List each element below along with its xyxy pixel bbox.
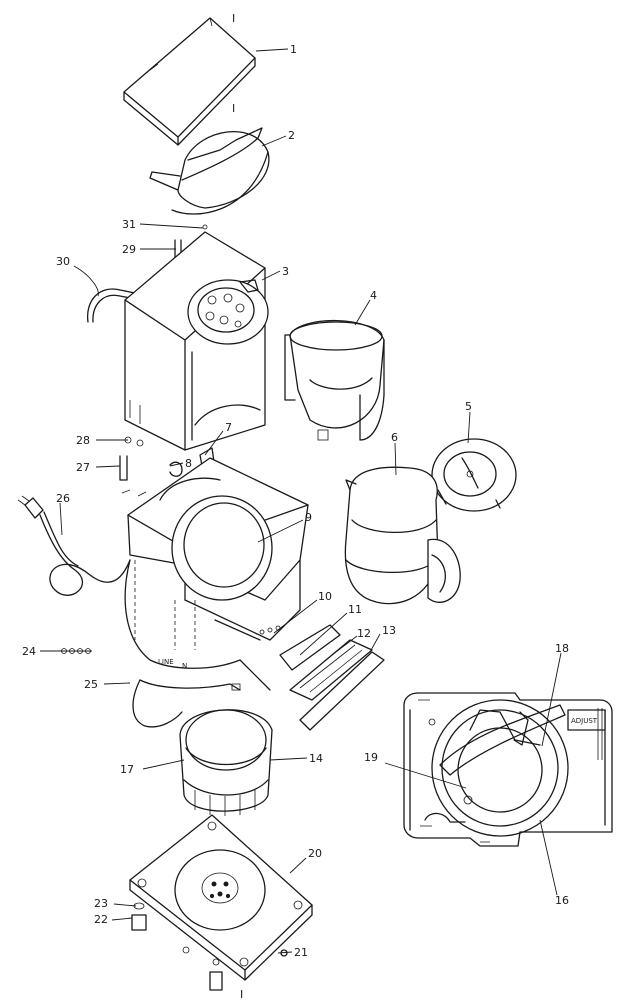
callout-12: 12 (357, 627, 371, 640)
callout-24: 24 (22, 645, 36, 658)
part-27-tube (119, 455, 128, 481)
part-5-carafe-lid (431, 438, 517, 512)
callout-25: 25 (84, 678, 98, 691)
part-1-lid (123, 17, 256, 146)
inset-bottom-view: ADJUST (403, 692, 613, 847)
part-9-base (127, 457, 309, 650)
part-25-wiring: LINE N (124, 559, 271, 728)
callout-26: 26 (56, 492, 70, 505)
alignment-mark-top: I (232, 12, 235, 25)
callout-16: 16 (555, 894, 569, 907)
part-6-carafe (344, 466, 461, 605)
callout-14: 14 (309, 752, 323, 765)
callout-9: 9 (305, 511, 312, 524)
callout-30: 30 (56, 255, 70, 268)
callout-4: 4 (370, 289, 377, 302)
part-30-hose (86, 288, 171, 323)
part-13-panel (299, 651, 385, 731)
callout-19: 19 (364, 751, 378, 764)
callout-21: 21 (294, 946, 308, 959)
part-14-heater-housing (179, 709, 273, 816)
part-17-heater-ring (185, 747, 267, 766)
n-label: N (182, 662, 187, 670)
part-31-screw (202, 224, 208, 230)
callout-29: 29 (122, 243, 136, 256)
part-8-seal (169, 461, 183, 477)
callout-18: 18 (555, 642, 569, 655)
callout-31: 31 (122, 218, 136, 231)
callout-20: 20 (308, 847, 322, 860)
callout-13: 13 (382, 624, 396, 637)
callout-3: 3 (282, 265, 289, 278)
line-label: LINE (158, 658, 174, 666)
part-22-foot (131, 914, 223, 991)
part-4-filter-holder (284, 319, 385, 441)
leader-lines (59, 48, 562, 954)
callout-5: 5 (465, 400, 472, 413)
callout-2: 2 (288, 129, 295, 142)
part-2-spreader (149, 127, 270, 215)
alignment-mark-mid: I (232, 102, 235, 115)
callout-labels: 1 2 3 4 5 6 7 8 9 10 11 12 13 14 16 17 1… (22, 43, 569, 959)
part-12-circuit-board (289, 639, 373, 701)
part-24-screws (40, 648, 92, 654)
alignment-mark-bottom: I (240, 988, 243, 1001)
callout-7: 7 (225, 421, 232, 434)
callout-1: 1 (290, 43, 297, 56)
callout-23: 23 (94, 897, 108, 910)
callout-10: 10 (318, 590, 332, 603)
callout-28: 28 (76, 434, 90, 447)
part-26-power-cord (17, 495, 131, 596)
callout-6: 6 (391, 431, 398, 444)
callout-17: 17 (120, 763, 134, 776)
callout-27: 27 (76, 461, 90, 474)
callout-11: 11 (348, 603, 362, 616)
part-11-switch (279, 624, 341, 671)
adjust-label: ADJUST (571, 717, 598, 725)
part-28-clamps (121, 436, 147, 497)
callout-22: 22 (94, 913, 108, 926)
callout-8: 8 (185, 457, 192, 470)
part-3-housing (124, 231, 269, 451)
part-20-base-plate (129, 814, 313, 981)
